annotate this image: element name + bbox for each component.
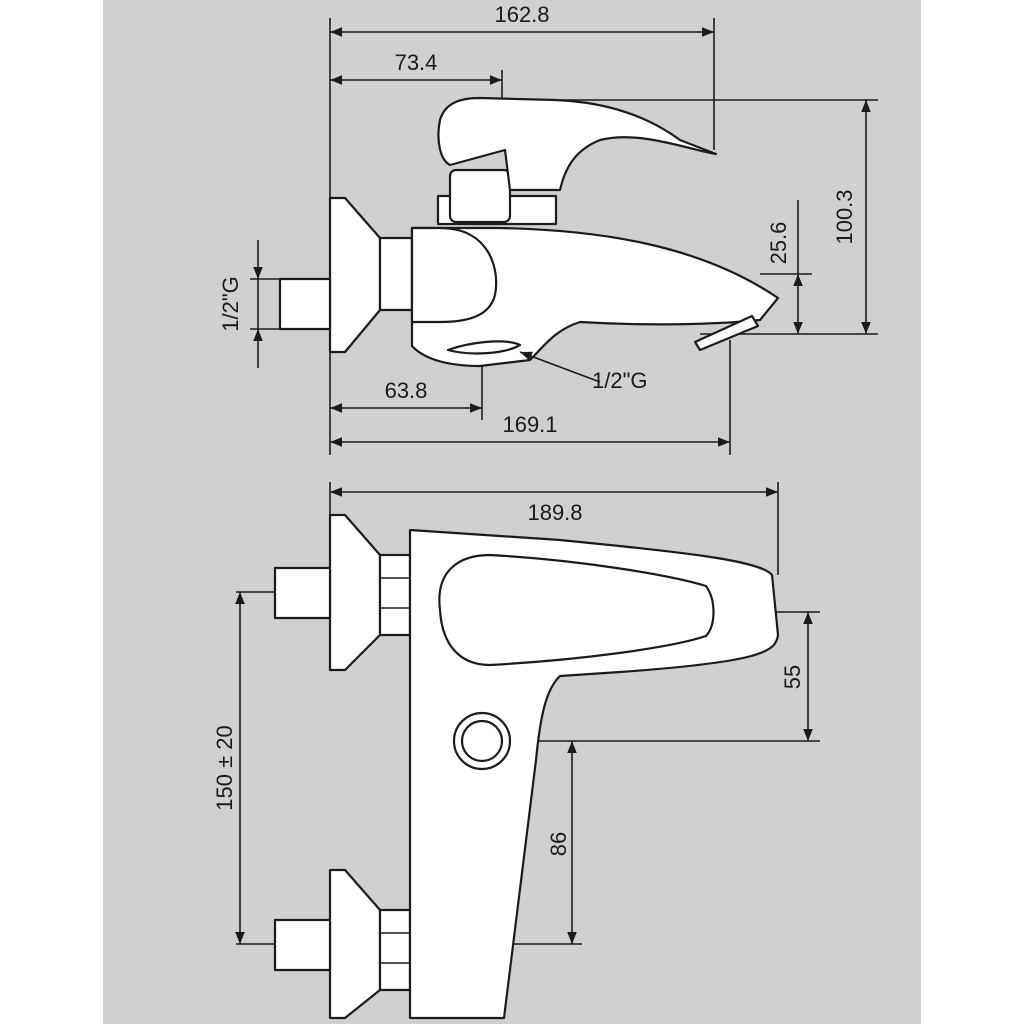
upper-rosette: [328, 513, 382, 672]
dim-63-8: 63.8: [385, 378, 428, 403]
outlet-thread-label: 1/2"G: [592, 368, 648, 393]
lower-rosette: [328, 868, 382, 1020]
outlet-thread-leader: [519, 351, 601, 383]
dim-25-6: 25.6: [766, 222, 791, 265]
upper-nut: [378, 553, 412, 637]
top-view: 189.8 55 86 150 ± 20: [212, 482, 820, 1020]
inlet-pipe: [278, 277, 332, 331]
upper-inlet-pipe: [273, 566, 332, 620]
dim-150-20: 150 ± 20: [212, 725, 237, 810]
lever-top: [438, 553, 715, 667]
dim-162-8: 162.8: [494, 2, 549, 27]
lower-nut: [378, 908, 412, 992]
dim-86: 86: [546, 832, 571, 856]
dim-189-8: 189.8: [527, 500, 582, 525]
dim-55: 55: [780, 665, 805, 689]
mixer-lever: [437, 96, 718, 192]
connection-nut: [378, 236, 414, 312]
side-view: 162.8 73.4 100.3 25.6 1/2"G 1/2"G 63.8 1…: [218, 2, 878, 455]
diverter-knob-inner: [460, 719, 504, 763]
diverter-housing: [410, 226, 498, 324]
outlet-slot: [446, 340, 522, 355]
cartridge-nut: [448, 168, 512, 224]
dim-100-3: 100.3: [832, 189, 857, 244]
dim-73-4: 73.4: [395, 50, 438, 75]
spout-aerator: [693, 314, 760, 352]
mixer-body-side: [410, 226, 780, 368]
lower-inlet-pipe: [273, 918, 332, 972]
dim-169-1: 169.1: [502, 412, 557, 437]
inlet-thread-label: 1/2"G: [218, 276, 243, 332]
wall-rosette: [328, 196, 382, 354]
